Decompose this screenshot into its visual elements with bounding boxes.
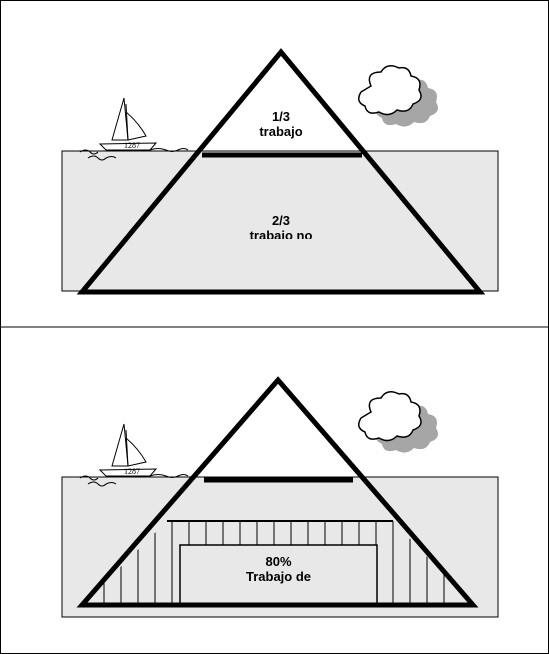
base-fraction: 2/3 [221, 214, 341, 229]
svg-text:1287: 1287 [124, 467, 140, 476]
svg-text:1287: 1287 [124, 141, 140, 150]
box-word: Trabajo de [180, 570, 377, 585]
base-label: 2/3 trabajo no [221, 214, 341, 239]
cloud-icon [359, 392, 438, 453]
tip-label: 1/3 trabajo [231, 110, 331, 140]
box-label: 80% Trabajo de [180, 555, 377, 585]
base-word: trabajo no [221, 229, 341, 239]
tip-word: trabajo [231, 125, 331, 140]
cloud-icon [359, 66, 438, 127]
box-percent: 80% [180, 555, 377, 570]
top-panel: 1287 [62, 52, 498, 292]
tip-fraction: 1/3 [231, 110, 331, 125]
